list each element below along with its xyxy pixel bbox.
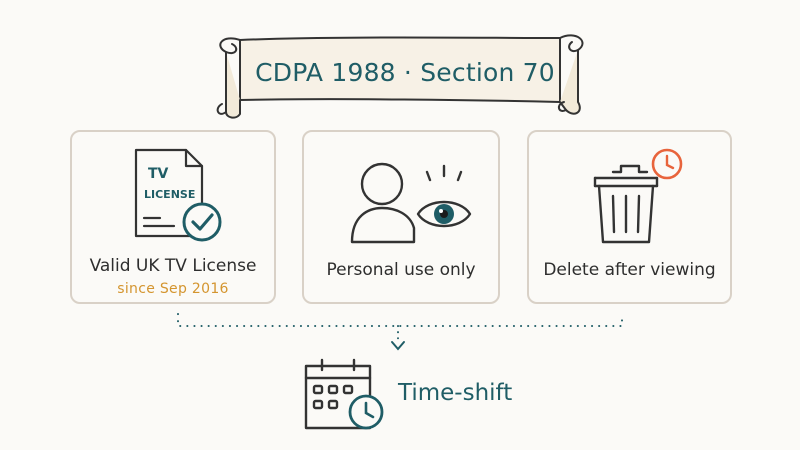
diagram-title: CDPA 1988 · Section 70 xyxy=(255,57,555,87)
condition-label-license: Valid UK TV License xyxy=(89,256,257,276)
condition-sub-license: since Sep 2016 xyxy=(117,281,229,297)
license-icon-text-tv: TV xyxy=(148,166,169,182)
calendar-clock-icon xyxy=(304,358,384,430)
condition-label-delete: Delete after viewing xyxy=(543,260,716,280)
trash-clock-icon xyxy=(593,148,683,244)
license-icon-text-license: LICENSE xyxy=(144,188,195,201)
license-document-icon: TV LICENSE xyxy=(134,148,222,242)
condition-card-personal: Personal use only xyxy=(302,130,500,304)
condition-card-license: TV LICENSE Valid UK TV License since Sep… xyxy=(70,130,276,304)
person-eye-icon xyxy=(350,162,472,244)
condition-label-personal: Personal use only xyxy=(326,260,476,280)
condition-card-delete: Delete after viewing xyxy=(527,130,732,304)
result-label: Time-shift xyxy=(398,380,513,406)
